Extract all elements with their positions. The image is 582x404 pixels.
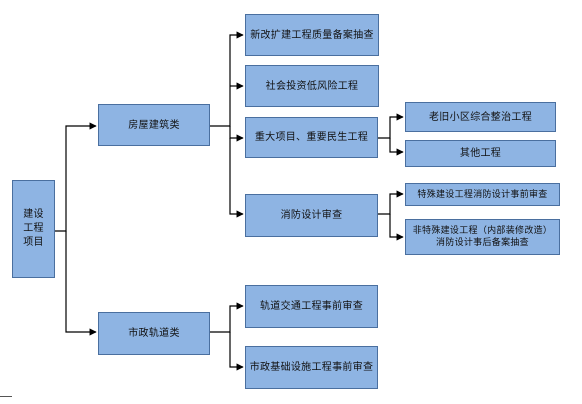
connector-item4-child1 xyxy=(378,190,404,215)
connector-building-item3 xyxy=(229,126,244,142)
corner-mark xyxy=(0,396,12,397)
connector-root-building xyxy=(55,122,97,232)
node-municipal-item1: 轨道交通工程事前审查 xyxy=(245,285,378,328)
node-root-label: 建设工程项目 xyxy=(23,209,44,248)
connector-municipal-item1 xyxy=(210,302,244,333)
node-building-item2: 社会投资低风险工程 xyxy=(245,65,379,107)
node-municipal: 市政轨道类 xyxy=(98,312,210,355)
node-municipal-label: 市政轨道类 xyxy=(128,328,180,339)
connector-municipal-item2 xyxy=(229,332,244,371)
node-item3-child1-label: 老旧小区综合整治工程 xyxy=(429,111,532,123)
node-building-item3-label: 重大项目、重要民生工程 xyxy=(254,132,369,143)
node-item4-child2-label: 非特殊建设工程（内部装修改造）消防设计事后备案抽查 xyxy=(412,226,553,248)
connector-building-item1 xyxy=(210,31,244,127)
node-municipal-item2-label: 市政基础设施工程事前审查 xyxy=(249,362,374,373)
node-municipal-item2: 市政基础设施工程事前审查 xyxy=(245,346,378,389)
node-building-item4: 消防设计审查 xyxy=(245,194,378,237)
node-building-item2-label: 社会投资低风险工程 xyxy=(265,80,359,92)
node-municipal-item1-label: 轨道交通工程事前审查 xyxy=(260,301,363,312)
node-item4-child1: 特殊建设工程消防设计事前审查 xyxy=(405,183,560,206)
node-root: 建设工程项目 xyxy=(12,180,55,278)
connector-item3-child2 xyxy=(389,138,404,156)
node-building: 房屋建筑类 xyxy=(98,104,210,146)
node-item3-child2-label: 其他工程 xyxy=(459,148,502,159)
node-building-item3: 重大项目、重要民生工程 xyxy=(245,117,378,158)
connector-item4-child2 xyxy=(389,214,404,241)
node-item4-child2: 非特殊建设工程（内部装修改造）消防设计事后备案抽查 xyxy=(405,219,560,255)
node-item3-child1: 老旧小区综合整治工程 xyxy=(405,102,556,132)
node-building-item1: 新改扩建工程质量备案抽查 xyxy=(245,14,379,56)
node-building-label: 房屋建筑类 xyxy=(128,119,180,131)
node-item4-child1-label: 特殊建设工程消防设计事前审查 xyxy=(417,189,548,200)
connector-root-municipal xyxy=(65,231,97,336)
connector-item3-child1 xyxy=(378,113,404,139)
connector-building-item4 xyxy=(229,138,244,218)
node-building-item1-label: 新改扩建工程质量备案抽查 xyxy=(250,29,374,41)
node-building-item4-label: 消防设计审查 xyxy=(280,210,343,221)
node-item3-child2: 其他工程 xyxy=(405,140,556,167)
